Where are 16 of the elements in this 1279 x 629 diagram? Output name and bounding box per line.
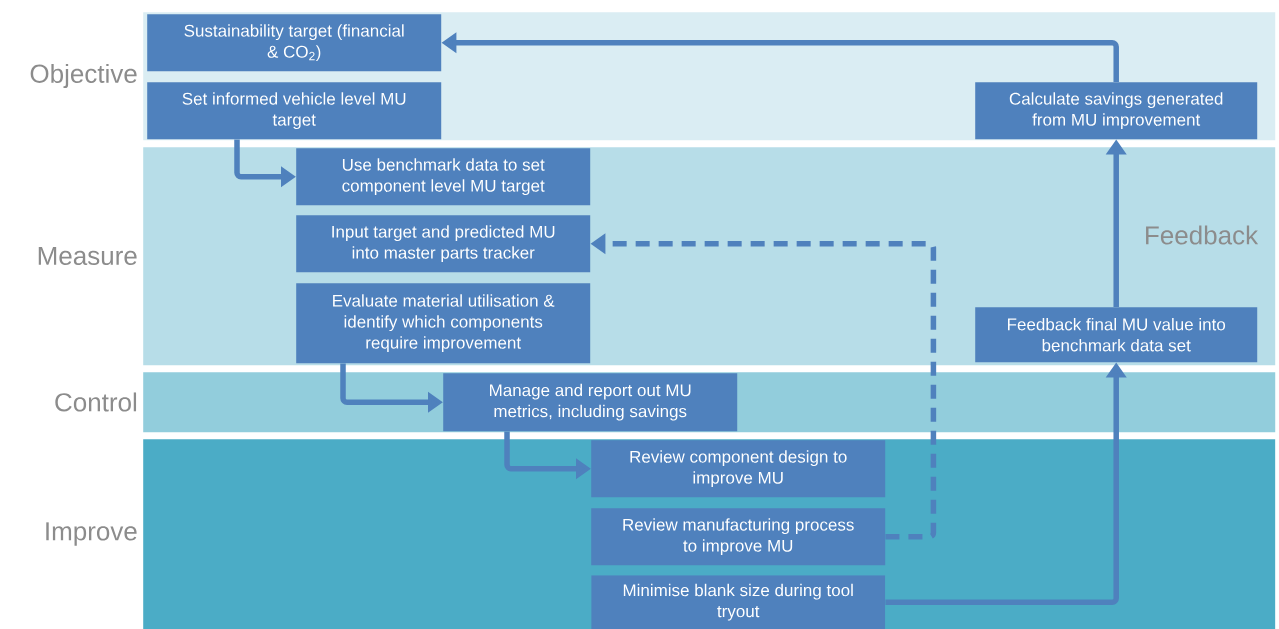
process-box: Calculate savings generated from MU improvement	[975, 82, 1258, 140]
process-box: Set informed vehicle level MU target	[147, 82, 442, 140]
process-box: Manage and report out MU metrics, including savings	[443, 373, 738, 432]
process-box: Review component design to improve MU	[591, 440, 886, 498]
lane-heading: Control	[55, 392, 137, 412]
edge-label: Feedback	[1146, 225, 1259, 245]
process-box: Evaluate material utilisation & identify which components require improvement	[296, 283, 591, 364]
lane-heading: Objective	[30, 63, 137, 89]
process-box: Input target and predicted MU into master parts tracker	[296, 215, 591, 273]
process-box: Sustainability target (financial & CO$_{2}$)	[147, 14, 442, 72]
process-box: Feedback final MU value into benchmark data set	[975, 307, 1258, 363]
lane-heading: Improve	[46, 522, 137, 546]
process-box: Use benchmark data to set component level MU target	[296, 148, 591, 206]
lane-heading: Measure	[38, 246, 137, 266]
process-box: Minimise blank size during tool tryout	[591, 575, 886, 629]
process-box: Review manufacturing process to improve MU	[591, 508, 886, 566]
